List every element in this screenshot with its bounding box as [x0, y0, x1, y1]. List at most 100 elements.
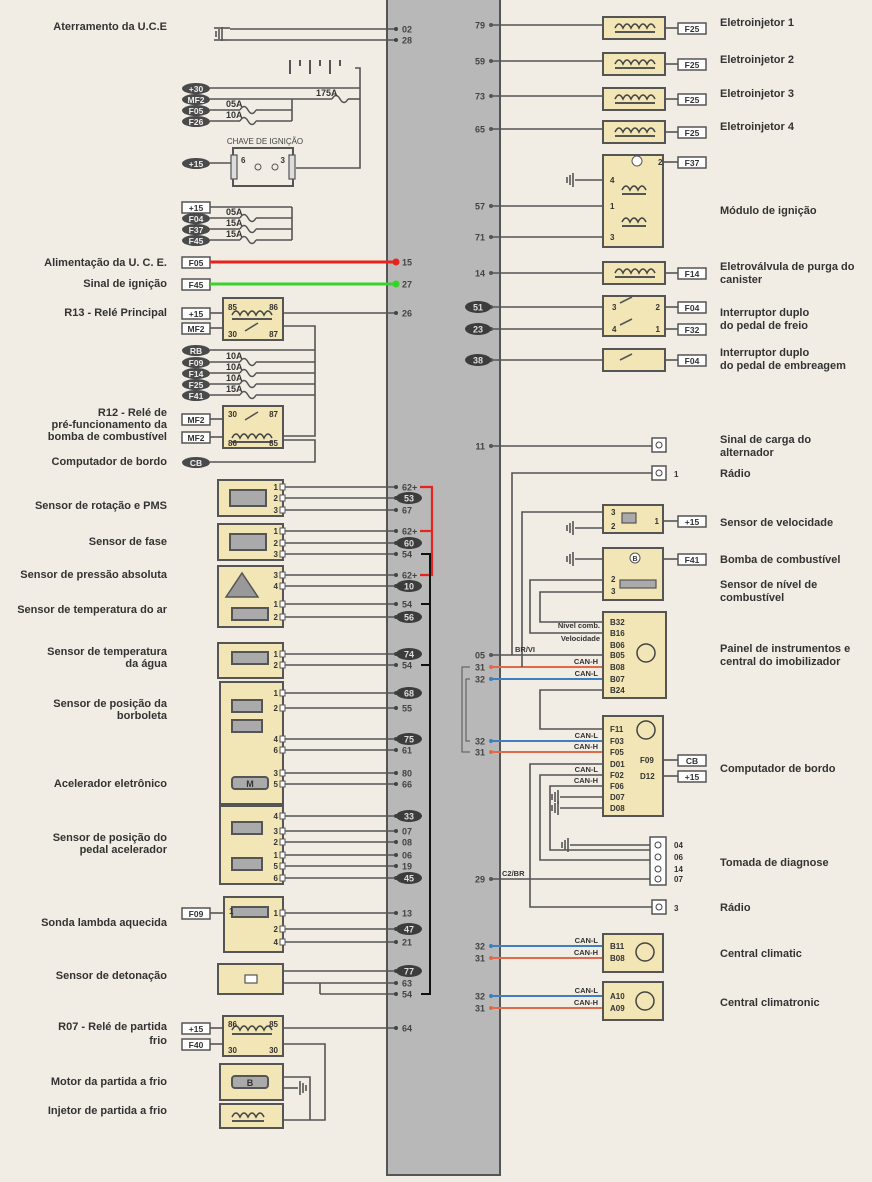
central-climatronic: [602, 981, 664, 1021]
tag-label: +15: [685, 772, 700, 782]
signal-label: CAN-H: [574, 776, 598, 785]
ecu-pin-oval: [396, 687, 422, 699]
connector-pin: [279, 746, 286, 754]
tag-label: +15: [685, 517, 700, 527]
component-pin: 3: [610, 233, 615, 242]
pin-dot: [394, 853, 398, 857]
ignition-dot: [392, 280, 400, 288]
plus15-tag: [182, 158, 210, 169]
computer-pin: D08: [610, 804, 625, 813]
right-component-label: Módulo de ignição: [720, 205, 817, 217]
fuse-icon: [239, 390, 257, 400]
ecu-pin-label: 45: [404, 874, 414, 884]
coil-icon: [614, 268, 656, 275]
pin-dot: [394, 992, 398, 996]
tag-label: MF2: [188, 95, 205, 105]
coil-icon: [231, 1025, 273, 1032]
right-component-label: Eletroinjetor 2: [720, 54, 794, 66]
tag-label: +15: [189, 203, 204, 213]
diagnostic-pin: [654, 875, 662, 883]
ecu-pin-label: 31: [475, 1004, 485, 1014]
fuse-tag: [182, 357, 210, 368]
ecu-pin-label: 38: [473, 356, 483, 366]
component-pin: 6: [274, 874, 279, 883]
component-pin: 3: [612, 303, 617, 312]
tag-label: F25: [685, 128, 700, 138]
ecu-pin-label: 56: [404, 613, 414, 623]
pin-dot: [489, 677, 493, 681]
pin-dot: [489, 59, 493, 63]
connector-pin: [279, 812, 286, 820]
ecu-pin-label: 74: [404, 650, 414, 660]
left-component-label: R12 - Relé de: [98, 407, 167, 419]
ecu-pin-label: 31: [475, 954, 485, 964]
trip-computer: [602, 715, 664, 817]
tag-label: MF2: [188, 415, 205, 425]
battery-wire: [296, 67, 361, 169]
pin-dot: [489, 94, 493, 98]
tag-label: F40: [189, 1040, 204, 1050]
fuse-icon: [239, 116, 257, 126]
component-pin: 5: [274, 862, 279, 871]
connector-pin: [279, 582, 286, 590]
component-pin: 2: [274, 838, 279, 847]
pedal-track: [231, 857, 263, 871]
left-component-label: da água: [125, 658, 167, 670]
left-component-label: Sinal de ignição: [83, 278, 167, 290]
injector-fuse-tag: [677, 22, 707, 35]
pin-dot: [394, 573, 398, 577]
component-pin: 4: [274, 735, 279, 744]
component-pin: 1: [274, 851, 279, 860]
relay-r13: [222, 297, 284, 341]
right-component-label: canister: [720, 274, 763, 286]
ecu-pin-label: 59: [475, 57, 485, 67]
fuse-rating: 05A: [226, 99, 243, 109]
sensor-element: [229, 533, 267, 551]
diagnostic-pin-label: 07: [674, 875, 683, 884]
diagnostic-pin-label: 04: [674, 841, 683, 850]
signal-label: CAN-H: [574, 657, 598, 666]
signal-label: Nivel comb.: [558, 621, 600, 630]
connector-pin: [279, 838, 286, 846]
switch-contact: [271, 163, 279, 171]
component-pin: 4: [610, 176, 615, 185]
component-pin: 4: [274, 938, 279, 947]
component-pin: 2: [274, 704, 279, 713]
fuse-tag: [182, 379, 210, 390]
component-pin: 2: [656, 303, 661, 312]
component-pin: 1: [274, 483, 279, 492]
tag-label: F09: [189, 358, 204, 368]
relay-pin: 85: [228, 303, 237, 312]
pin-dot: [489, 1006, 493, 1010]
pin-dot: [394, 771, 398, 775]
transistor-icon: [635, 942, 655, 962]
pin-dot: [394, 552, 398, 556]
relay-pin: 30: [228, 410, 237, 419]
left-component-label: borboleta: [117, 710, 168, 722]
fuse-rating: 15A: [226, 218, 243, 228]
pin-dot: [394, 840, 398, 844]
tag-label: F41: [685, 555, 700, 565]
shared-bracket-54: [421, 553, 431, 995]
injector-fuse-tag: [677, 93, 707, 106]
signal-label: CAN-L: [575, 986, 599, 995]
radio-wire: [511, 472, 652, 655]
pin-dot: [394, 911, 398, 915]
relay-pin: 86: [228, 439, 237, 448]
ecu-pin-label: 64: [402, 1024, 412, 1034]
plus30-tag: [182, 83, 210, 94]
ecu-pin-label: 53: [404, 494, 414, 504]
pin-dot: [394, 864, 398, 868]
cb-tag: [182, 457, 210, 468]
throttle-sensor-track: [231, 699, 263, 713]
clutch-fuse-tag: [677, 354, 707, 367]
connector-pin: [279, 851, 286, 859]
ecu-pin-label: 62+: [402, 483, 417, 493]
relay-wire: [283, 325, 316, 437]
cold-start-injector: [219, 1103, 284, 1129]
right-component-label: Central climatic: [720, 948, 802, 960]
ecu-pin-label: 27: [402, 280, 412, 290]
pump-symbol: B: [632, 556, 637, 563]
connector-pin: [279, 780, 286, 788]
